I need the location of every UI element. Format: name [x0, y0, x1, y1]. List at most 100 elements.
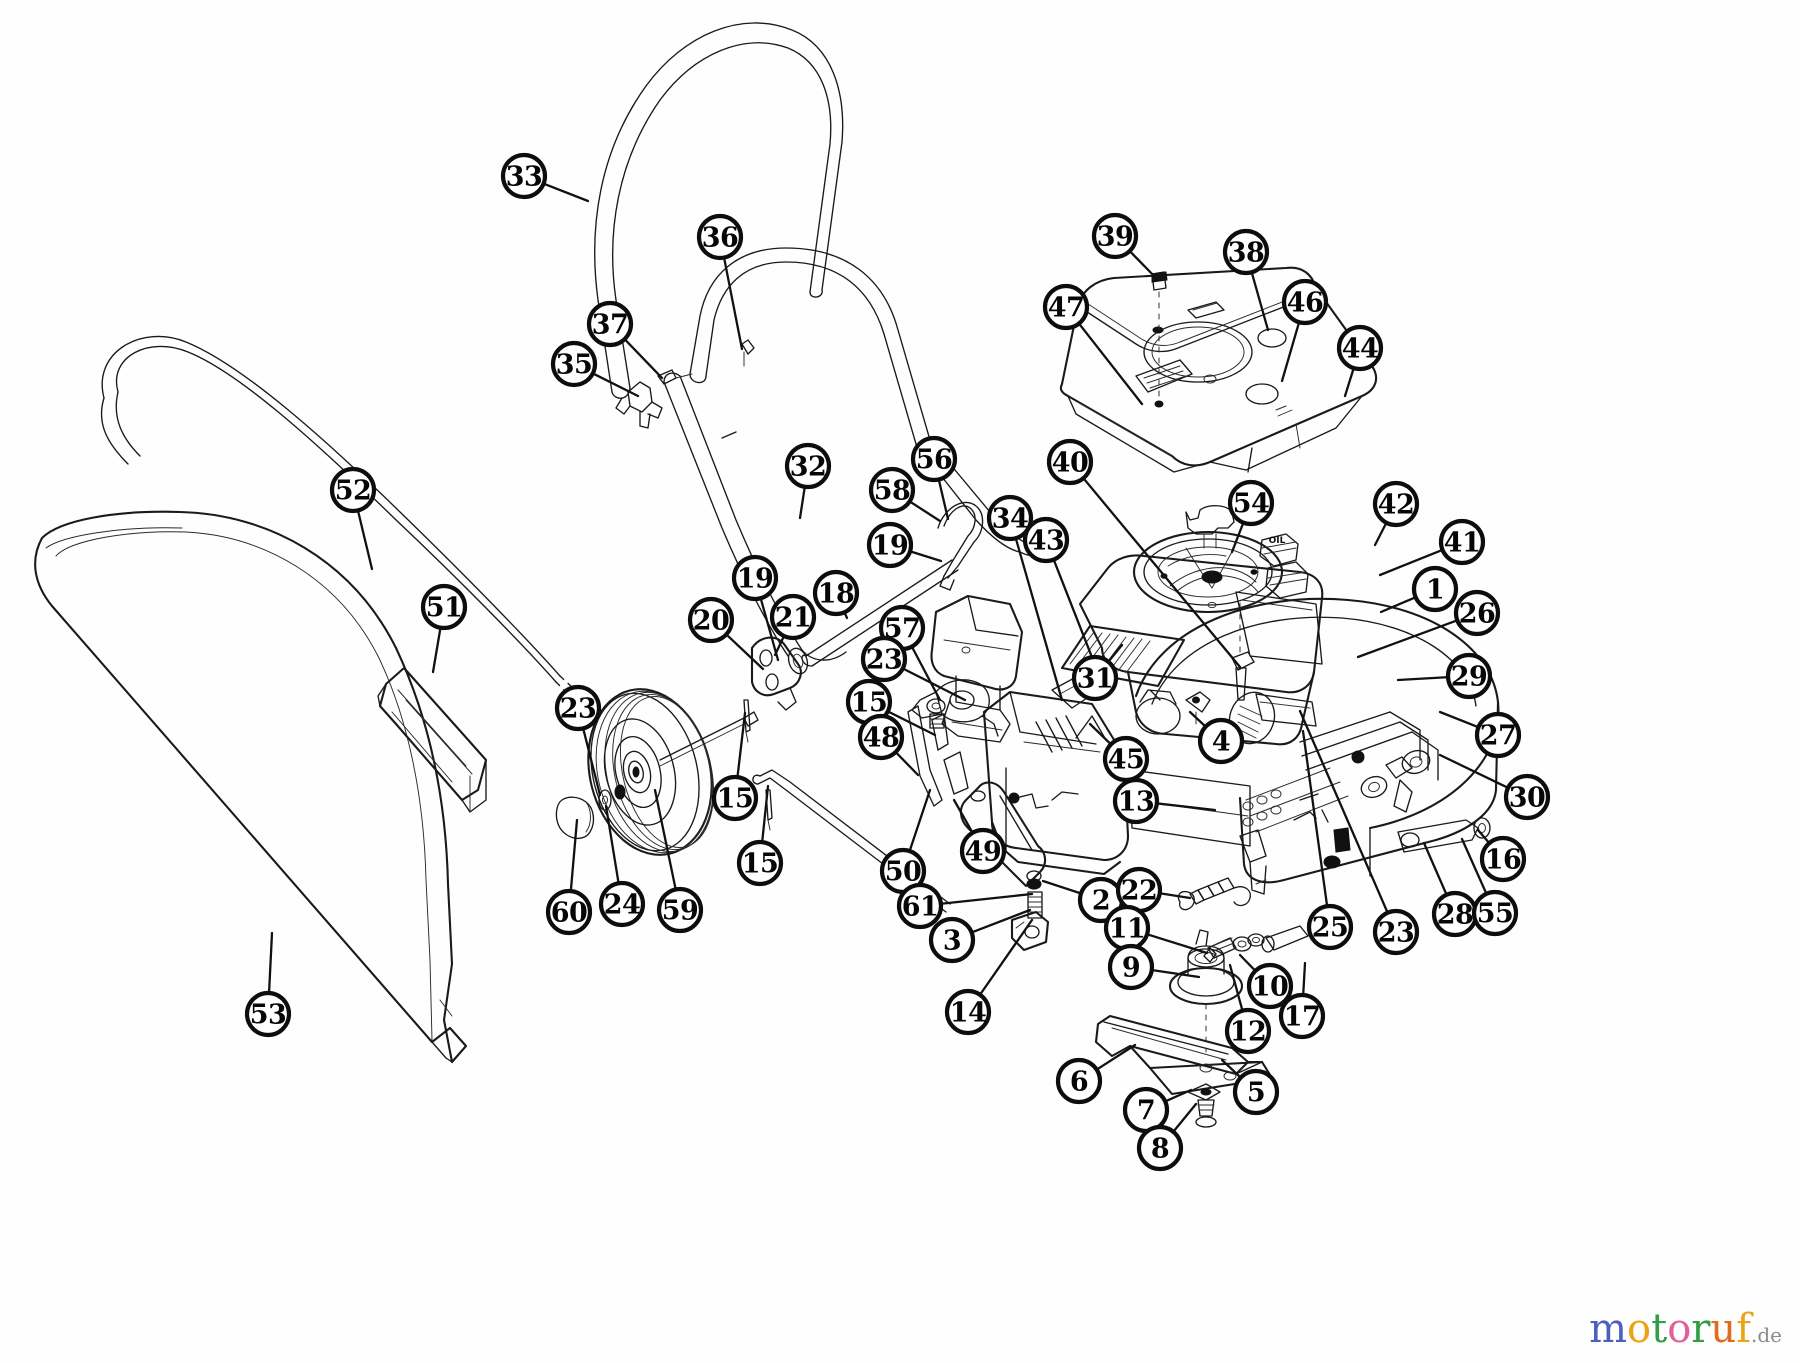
- callout-bubble-42[interactable]: [1372, 480, 1420, 528]
- callout-bubble-36[interactable]: [696, 213, 744, 261]
- callout-bubble-19[interactable]: [731, 554, 779, 602]
- callout-bubble-55[interactable]: [1471, 889, 1519, 937]
- callout-52[interactable]: 52: [329, 466, 377, 571]
- callout-bubble-40[interactable]: [1046, 438, 1094, 486]
- callout-bubble-46[interactable]: [1281, 278, 1329, 326]
- callout-20[interactable]: 20: [687, 596, 765, 671]
- callout-bubble-30[interactable]: [1503, 773, 1551, 821]
- callout-38[interactable]: 38: [1222, 228, 1270, 332]
- callout-bubble-6[interactable]: [1055, 1057, 1103, 1105]
- callout-bubble-33[interactable]: [500, 152, 548, 200]
- callout-19[interactable]: 19: [866, 521, 943, 569]
- callout-8[interactable]: 8: [1136, 1102, 1198, 1172]
- callout-23[interactable]: 23: [1298, 709, 1420, 956]
- callout-3[interactable]: 3: [928, 908, 1032, 964]
- callout-bubble-21[interactable]: [769, 593, 817, 641]
- callout-37[interactable]: 37: [586, 300, 664, 380]
- callout-7[interactable]: 7: [1122, 1086, 1193, 1134]
- callout-53[interactable]: 53: [244, 931, 292, 1038]
- callout-bubble-27[interactable]: [1474, 711, 1522, 759]
- callout-bubble-23[interactable]: [860, 635, 908, 683]
- callout-4[interactable]: 4: [1188, 710, 1245, 765]
- callout-23[interactable]: 23: [860, 635, 967, 702]
- callout-15[interactable]: 15: [845, 678, 937, 737]
- callout-bubble-38[interactable]: [1222, 228, 1270, 276]
- callout-50[interactable]: 50: [879, 788, 932, 895]
- callout-13[interactable]: 13: [1112, 777, 1217, 825]
- callout-bubble-8[interactable]: [1136, 1124, 1184, 1172]
- callout-bubble-24[interactable]: [598, 880, 646, 928]
- callout-55[interactable]: 55: [1460, 837, 1519, 937]
- callout-bubble-43[interactable]: [1022, 516, 1070, 564]
- callout-bubble-18[interactable]: [812, 569, 860, 617]
- callout-12[interactable]: 12: [1224, 963, 1272, 1055]
- callout-bubble-35[interactable]: [550, 340, 598, 388]
- callout-22[interactable]: 22: [1115, 866, 1192, 914]
- callout-bubble-60[interactable]: [545, 888, 593, 936]
- callout-51[interactable]: 51: [420, 583, 468, 674]
- callout-36[interactable]: 36: [696, 213, 744, 351]
- callout-45[interactable]: 45: [1088, 722, 1150, 783]
- callout-28[interactable]: 28: [1422, 841, 1479, 938]
- callout-bubble-59[interactable]: [656, 886, 704, 934]
- callout-19[interactable]: 19: [731, 554, 780, 662]
- callout-15[interactable]: 15: [736, 784, 784, 887]
- callout-9[interactable]: 9: [1107, 943, 1201, 991]
- callout-5[interactable]: 5: [1220, 1058, 1280, 1116]
- callout-bubble-10[interactable]: [1246, 962, 1294, 1010]
- callout-61[interactable]: 61: [896, 882, 1034, 930]
- callout-bubble-49[interactable]: [959, 827, 1007, 875]
- callout-bubble-45[interactable]: [1102, 735, 1150, 783]
- callout-bubble-16[interactable]: [1479, 835, 1527, 883]
- callout-bubble-15[interactable]: [711, 774, 759, 822]
- callout-bubble-32[interactable]: [784, 442, 832, 490]
- callout-23[interactable]: 23: [554, 684, 602, 797]
- callout-bubble-51[interactable]: [420, 583, 468, 631]
- callout-18[interactable]: 18: [812, 569, 860, 620]
- callout-bubble-61[interactable]: [896, 882, 944, 930]
- callout-56[interactable]: 56: [910, 435, 958, 521]
- callout-15[interactable]: 15: [711, 711, 759, 822]
- callout-bubble-19[interactable]: [866, 521, 914, 569]
- callout-bubble-52[interactable]: [329, 466, 377, 514]
- callout-26[interactable]: 26: [1356, 589, 1501, 659]
- callout-bubble-29[interactable]: [1445, 652, 1493, 700]
- callout-bubble-12[interactable]: [1224, 1007, 1272, 1055]
- callout-32[interactable]: 32: [784, 442, 832, 520]
- callout-58[interactable]: 58: [868, 466, 942, 523]
- callout-bubble-23[interactable]: [1372, 908, 1420, 956]
- callout-27[interactable]: 27: [1438, 710, 1522, 759]
- callout-29[interactable]: 29: [1396, 652, 1493, 700]
- callout-bubble-15[interactable]: [736, 839, 784, 887]
- callout-34[interactable]: 34: [986, 494, 1064, 702]
- callout-bubble-47[interactable]: [1042, 283, 1090, 331]
- callout-bubble-23[interactable]: [554, 684, 602, 732]
- callout-14[interactable]: 14: [944, 918, 1034, 1036]
- callout-bubble-37[interactable]: [586, 300, 634, 348]
- callout-bubble-39[interactable]: [1091, 212, 1139, 260]
- callout-bubble-34[interactable]: [986, 494, 1034, 542]
- callout-24[interactable]: 24: [598, 804, 646, 928]
- callout-bubble-13[interactable]: [1112, 777, 1160, 825]
- callout-16[interactable]: 16: [1476, 828, 1527, 883]
- callout-31[interactable]: 31: [1071, 643, 1124, 702]
- callout-35[interactable]: 35: [550, 340, 640, 398]
- callout-bubble-25[interactable]: [1306, 903, 1354, 951]
- callout-49[interactable]: 49: [952, 798, 1007, 875]
- callout-10[interactable]: 10: [1238, 953, 1294, 1010]
- callout-bubble-3[interactable]: [928, 916, 976, 964]
- callout-bubble-56[interactable]: [910, 435, 958, 483]
- callout-47[interactable]: 47: [1042, 283, 1144, 406]
- callout-bubble-54[interactable]: [1227, 479, 1275, 527]
- callout-43[interactable]: 43: [1022, 516, 1108, 695]
- callout-59[interactable]: 59: [653, 788, 704, 934]
- callout-bubble-44[interactable]: [1336, 324, 1384, 372]
- callout-30[interactable]: 30: [1438, 753, 1551, 821]
- callout-bubble-1[interactable]: [1411, 565, 1459, 613]
- callout-48[interactable]: 48: [857, 713, 920, 777]
- callout-25[interactable]: 25: [1301, 729, 1354, 951]
- callout-33[interactable]: 33: [500, 152, 590, 203]
- callout-6[interactable]: 6: [1055, 1043, 1137, 1105]
- callout-bubble-41[interactable]: [1438, 518, 1486, 566]
- callout-bubble-5[interactable]: [1232, 1068, 1280, 1116]
